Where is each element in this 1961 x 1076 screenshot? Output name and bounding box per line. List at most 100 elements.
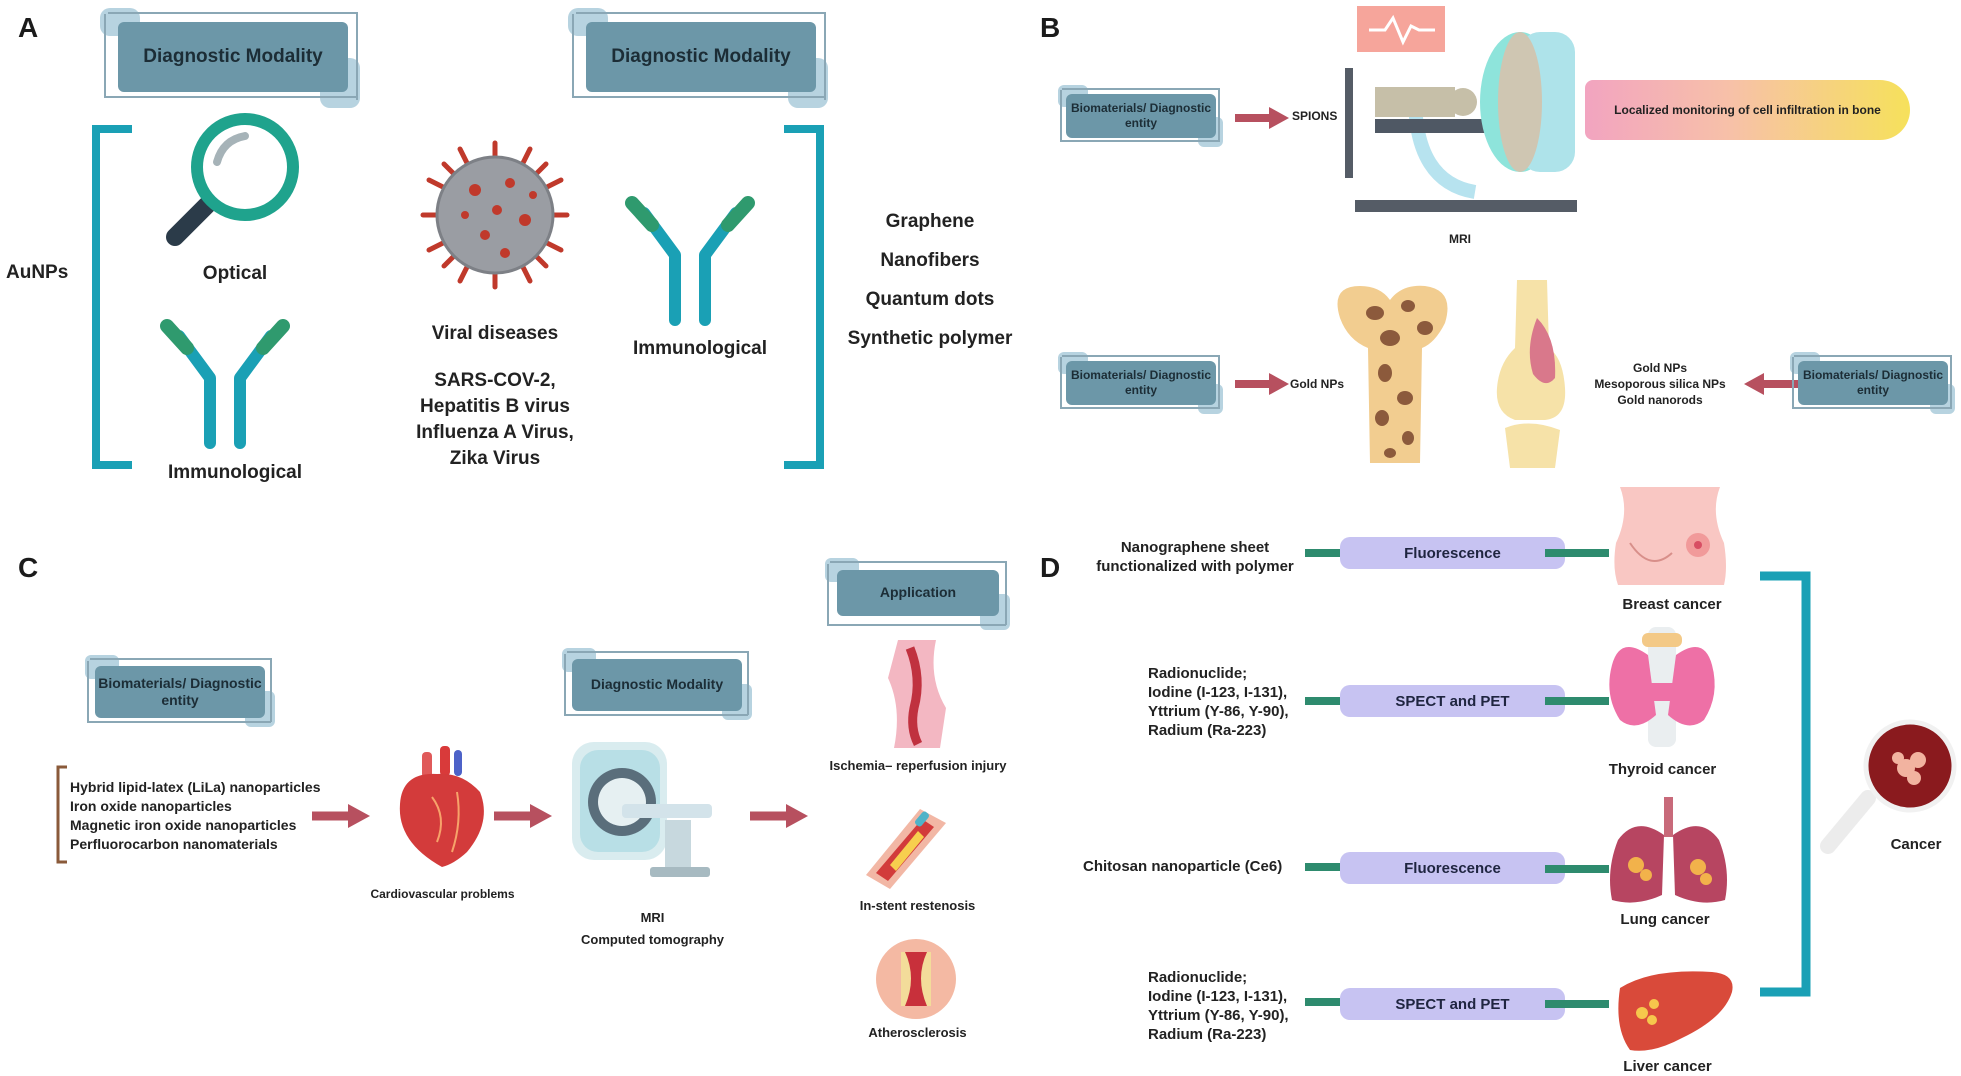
d-material-line: Yttrium (Y-86, Y-90), [1148,703,1289,720]
panel-label-a: A [18,12,39,43]
d-material-line: Yttrium (Y-86, Y-90), [1148,1007,1289,1024]
gold-nps-label: Gold NPs [1290,377,1345,391]
material-item: Nanofibers [880,250,980,271]
panel-label-b: B [1040,12,1061,43]
immunological-right-label: Immunological [632,338,768,359]
app-item: Ischemia– reperfusion injury [829,758,1007,773]
connector-line [1545,697,1609,705]
application-label: Application [837,570,999,616]
method-pill: SPECT and PET [1340,988,1565,1020]
cancer-title: Cancer [1890,836,1942,853]
antibody-icon [625,196,755,326]
entity-box-c: Biomaterials/ Diagnostic entity [85,655,275,727]
magnifier-icon [166,113,299,246]
method-pill: SPECT and PET [1340,685,1565,717]
d-material-line: Radium (Ra-223) [1148,722,1267,739]
ct-label: Computed tomography [581,932,724,947]
c-modality-list: MRI Computed tomography [560,907,745,951]
breast-icon [1614,487,1726,585]
antibody-icon [160,319,290,449]
entity-box-b2: Biomaterials/ Diagnostic entity [1058,352,1223,414]
entity-label: Biomaterials/ Diagnostic entity [1798,361,1948,405]
viral-diseases-label: Viral diseases [431,323,559,344]
d-material: Radionuclide; Iodine (I-123, I-131), Ytt… [1148,664,1328,740]
connector-line [1545,1000,1609,1008]
ct-scanner-icon [572,742,712,877]
d-material-line: Iodine (I-123, I-131), [1148,988,1288,1005]
connector-line [1545,549,1609,557]
panel-label-c: C [18,552,39,583]
cardio-label: Cardiovascular problems [370,887,515,901]
liver-icon [1618,971,1733,1051]
d-material-line: Nanographene sheet [1120,539,1270,556]
gold-item: Mesoporous silica NPs [1594,377,1726,391]
virus-item: Zika Virus [449,448,541,469]
c-material-item: Hybrid lipid-latex (LiLa) nanoparticles [70,779,321,795]
method-pill: Fluorescence [1340,852,1565,884]
cancer-label: Liver cancer [1623,1058,1712,1075]
materials-bracket [56,765,67,864]
entity-label: Biomaterials/ Diagnostic entity [95,666,265,718]
localized-monitoring-banner: Localized monitoring of cell infiltratio… [1585,80,1910,140]
entity-box-b1: Biomaterials/ Diagnostic entity [1058,85,1223,147]
entity-box-b3: Biomaterials/ Diagnostic entity [1790,352,1955,414]
virus-list: SARS-COV-2, Hepatitis B virus Influenza … [390,368,600,472]
cancer-magnifier-icon [1820,719,1957,854]
cancer-label: Lung cancer [1620,911,1710,928]
optical-label: Optical [202,263,268,284]
app-item: Atherosclerosis [868,1025,967,1040]
immunological-left-label: Immunological [167,462,303,483]
knee-joint-icon [1496,280,1566,468]
thyroid-icon [1609,627,1715,747]
spions-label: SPIONS [1292,109,1338,123]
modality-label: Diagnostic Modality [572,659,742,711]
mri-scanner-icon [1345,6,1577,212]
arrow-right [494,804,552,828]
material-item: Quantum dots [865,289,995,310]
arrow-right [1235,373,1289,395]
modality-box-a1: Diagnostic Modality [100,8,360,108]
d-material-line: functionalized with polymer [1096,558,1294,575]
app-item: In-stent restenosis [859,898,976,913]
modality-box-a2: Diagnostic Modality [568,8,828,108]
entity-label: Biomaterials/ Diagnostic entity [1066,361,1216,405]
virus-icon [420,140,570,290]
c-materials-list: Hybrid lipid-latex (LiLa) nanoparticles … [70,778,320,854]
material-item: Graphene [885,211,975,232]
gold-list: Gold NPs Mesoporous silica NPs Gold nano… [1585,360,1735,408]
left-bracket [92,125,132,469]
connector-line [1305,697,1345,705]
d-material: Nanographene sheet functionalized with p… [1075,538,1315,576]
d-material-line: Radionuclide; [1148,969,1248,986]
gold-item: Gold NPs [1632,361,1687,375]
modality-box-c: Diagnostic Modality [562,648,752,720]
mri-label: MRI [1449,232,1471,246]
gold-item: Gold nanorods [1617,393,1703,407]
c-material-item: Iron oxide nanoparticles [70,798,232,814]
right-bracket [784,125,824,469]
virus-item: Hepatitis B virus [420,396,570,417]
d-material-line: Chitosan nanoparticle (Ce6) [1083,858,1283,875]
virus-item: Influenza A Virus, [416,422,574,443]
materials-list: Graphene Nanofibers Quantum dots Synthet… [835,202,1025,358]
mri-label: MRI [640,910,665,925]
connector-line [1545,865,1609,873]
modality-box-label: Diagnostic Modality [586,22,816,92]
arrow-right [750,804,808,828]
heart-icon [399,746,484,867]
material-item: Synthetic polymer [847,328,1013,349]
arrow-right [1235,107,1289,129]
connector-line [1305,863,1345,871]
cancer-label: Thyroid cancer [1608,761,1717,778]
entity-label: Biomaterials/ Diagnostic entity [1066,94,1216,138]
method-pill: Fluorescence [1340,537,1565,569]
atherosclerosis-icon [876,939,956,1019]
d-material: Radionuclide; Iodine (I-123, I-131), Ytt… [1148,968,1328,1044]
virus-item: SARS-COV-2, [434,370,556,391]
aunps-label: AuNPs [6,262,69,283]
c-material-item: Perfluorocarbon nanomaterials [70,836,278,852]
arrow-right [312,804,370,828]
application-box: Application [825,558,1010,630]
d-material-line: Iodine (I-123, I-131), [1148,684,1288,701]
panel-label-d: D [1040,552,1061,583]
